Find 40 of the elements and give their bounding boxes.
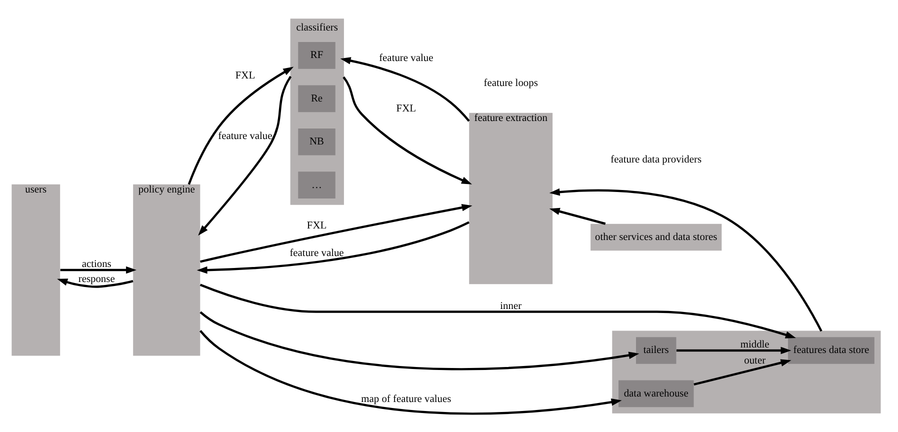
arrow: [200, 284, 796, 338]
node-box: NB: [298, 128, 336, 156]
node-box: policy engine: [133, 184, 200, 356]
arrow: [694, 359, 792, 386]
node-box: RF: [298, 42, 336, 69]
node-box: …: [298, 172, 336, 198]
arrow: [342, 76, 472, 184]
arrow: [549, 188, 822, 332]
label: feature data providers: [610, 154, 702, 166]
arrow: [200, 311, 640, 370]
node-box: feature extraction: [469, 112, 553, 284]
node-box: features data store: [788, 337, 874, 364]
edge-label: FXL: [306, 220, 327, 232]
node-box: Re: [298, 85, 336, 112]
arrow: [60, 266, 136, 274]
arrow: [199, 330, 622, 415]
edge-label: inner: [500, 300, 522, 312]
edge-label: outer: [744, 355, 766, 366]
edge-label: feature value: [290, 248, 344, 260]
edge-label: feature value: [218, 131, 272, 142]
arrow: [196, 221, 470, 274]
edge-label: actions: [82, 259, 112, 270]
label: feature loops: [484, 78, 538, 89]
arrow: [198, 76, 292, 236]
arrow: [188, 66, 294, 185]
node-box: users: [12, 184, 60, 356]
arrow: [57, 278, 134, 288]
node-box: data warehouse: [618, 380, 694, 408]
edge-label: FXL: [396, 103, 416, 114]
node-box: other services and data stores: [590, 224, 722, 251]
arrow: [200, 204, 472, 263]
arrow: [340, 57, 470, 122]
node-box: tailers: [636, 337, 676, 364]
edge-label: middle: [740, 340, 770, 351]
edge-label: feature value: [379, 52, 434, 64]
arrow: [676, 346, 792, 354]
edge-label: map of feature values: [361, 394, 452, 406]
edge-label: FXL: [235, 70, 256, 82]
edge-label: response: [78, 274, 115, 286]
arrow: [549, 208, 606, 225]
